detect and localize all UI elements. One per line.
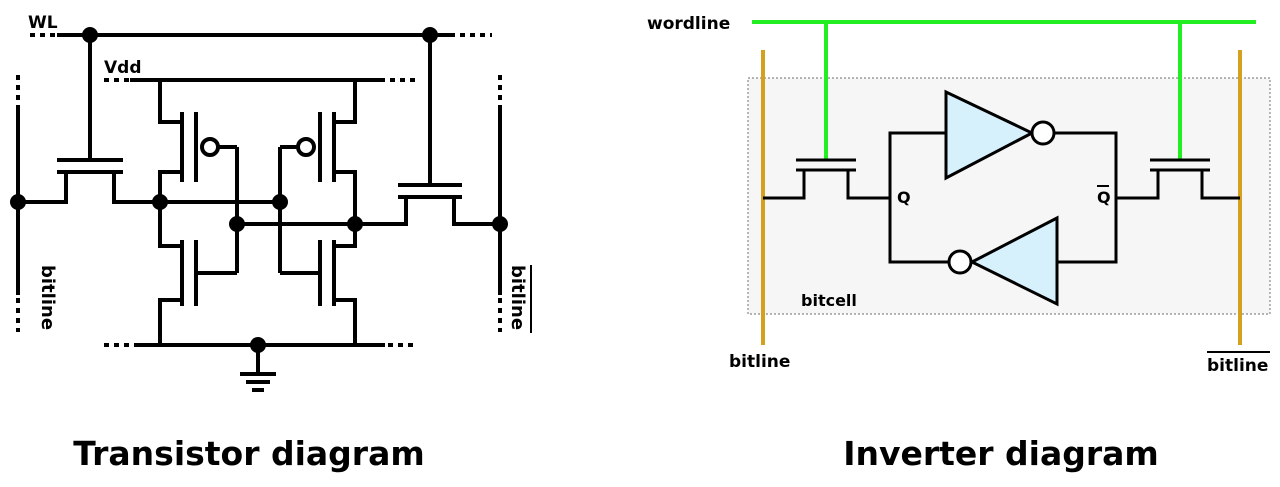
bitline-bar-left-label-group: bitline (507, 265, 532, 333)
inverter-top (944, 89, 1056, 181)
inverter-bottom (947, 215, 1059, 307)
ground-symbol (240, 345, 276, 392)
access-transistor-right (355, 35, 500, 226)
q-label: Q (897, 188, 911, 207)
transistor-diagram-title: Transistor diagram (73, 434, 425, 473)
transistor-diagram (10, 27, 508, 392)
pmos-left (158, 80, 237, 202)
bitline-bar-label: bitline (507, 265, 528, 330)
bitcell-label: bitcell (801, 291, 857, 310)
wordline-label: wordline (647, 14, 730, 34)
inverter-diagram-title: Inverter diagram (843, 434, 1159, 473)
inverter-wiring (763, 131, 1240, 264)
wl-label: WL (28, 13, 58, 33)
nmos-right (280, 224, 357, 345)
wordline (752, 20, 1256, 160)
bitline-left-label: bitline (37, 265, 58, 330)
pmos-right (280, 80, 357, 224)
junction-dots (10, 27, 508, 353)
vdd-label: Vdd (104, 58, 142, 78)
access-transistor-left (18, 35, 160, 204)
q-bar-label: Q (1097, 188, 1111, 207)
bitline-label-right-diagram: bitline (729, 352, 790, 372)
bitline-bar-label-right-diagram: bitline (1207, 356, 1268, 376)
nmos-left (158, 202, 237, 345)
